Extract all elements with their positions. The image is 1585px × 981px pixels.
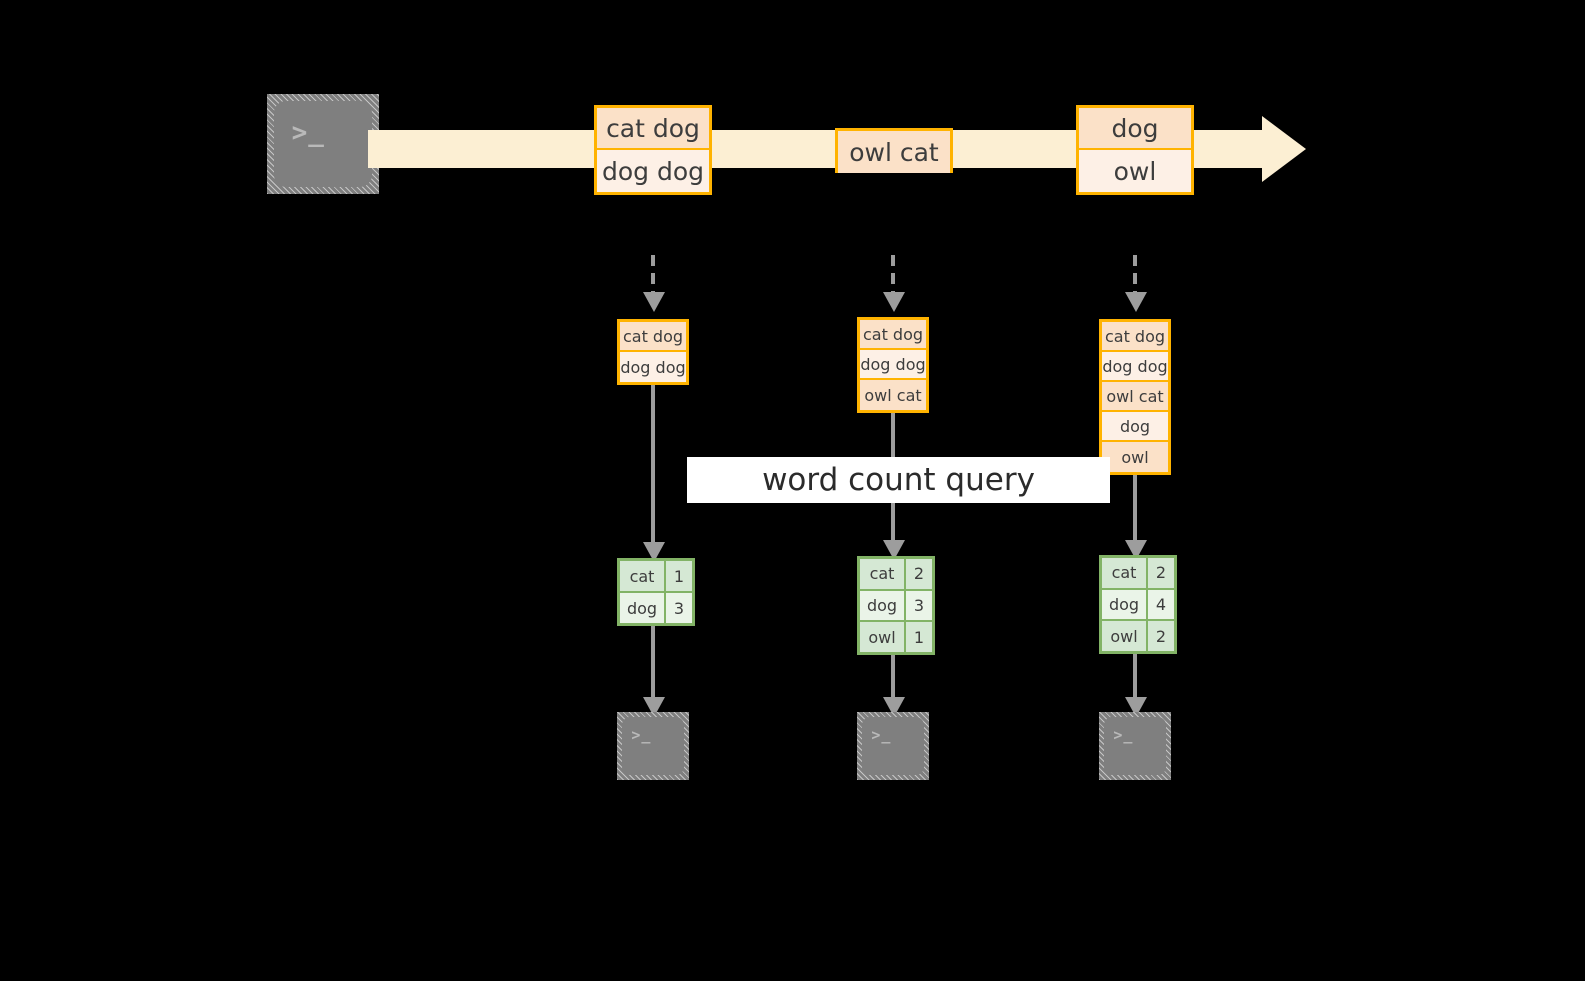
source-terminal-body: [274, 101, 372, 187]
trigger-1-query-arrowhead: [643, 542, 665, 562]
trigger-2-dashed-arrowhead: [883, 292, 905, 312]
trigger-3-sink-terminal-icon: >_: [1099, 712, 1171, 780]
input-line: owl cat: [1102, 382, 1168, 412]
count-cell: 4: [1148, 589, 1174, 620]
trigger-1-sink-terminal-icon: >_: [617, 712, 689, 780]
count-cell: 3: [666, 593, 692, 623]
trigger-1-dashed-arrowhead: [643, 292, 665, 312]
timeline-batch-2: owl cat: [835, 128, 953, 173]
input-line: cat dog: [860, 320, 926, 350]
table-row: cat 2: [1102, 558, 1174, 590]
input-line: dog: [1102, 412, 1168, 442]
trigger-3-dashed-connector: [1133, 255, 1137, 295]
trigger-1-dashed-connector: [651, 255, 655, 295]
trigger-1-result-table: cat 1 dog 3: [617, 558, 695, 626]
timeline-line: cat dog: [597, 108, 709, 150]
trigger-2-dashed-connector: [891, 255, 895, 295]
count-cell: 2: [1148, 621, 1174, 652]
word-cell: dog: [1102, 589, 1148, 620]
count-cell: 2: [906, 559, 932, 589]
count-cell: 3: [906, 590, 932, 621]
trigger-1-sink-connector: [651, 626, 655, 701]
count-cell: 1: [666, 561, 692, 591]
sink-terminal-body: [1104, 717, 1166, 775]
table-row: cat 1: [620, 561, 692, 593]
query-label: word count query: [687, 457, 1110, 503]
trigger-3-input-stack: cat dog dog dog owl cat dog owl: [1099, 319, 1171, 475]
trigger-3-result-table: cat 2 dog 4 owl 2: [1099, 555, 1177, 654]
word-cell: owl: [860, 622, 906, 653]
timeline-line: owl: [1079, 150, 1191, 192]
source-terminal-prompt: >_: [291, 118, 325, 148]
count-cell: 2: [1148, 558, 1174, 588]
timeline-line: dog dog: [597, 150, 709, 192]
sink-terminal-prompt: >_: [871, 726, 892, 745]
input-line: cat dog: [1102, 322, 1168, 352]
timeline-batch-1: cat dog dog dog: [594, 105, 712, 195]
input-line: owl cat: [860, 380, 926, 410]
word-cell: cat: [620, 561, 666, 591]
trigger-3-dashed-arrowhead: [1125, 292, 1147, 312]
input-line: owl: [1102, 442, 1168, 472]
sink-terminal-body: [622, 717, 684, 775]
timeline-line: dog: [1079, 108, 1191, 150]
trigger-1-query-connector: [651, 385, 655, 553]
sink-terminal-prompt: >_: [631, 726, 652, 745]
trigger-2-query-arrowhead: [883, 540, 905, 560]
table-row: cat 2: [860, 559, 932, 591]
trigger-2-input-stack: cat dog dog dog owl cat: [857, 317, 929, 413]
timeline-line: owl cat: [838, 131, 950, 173]
input-line: dog dog: [860, 350, 926, 380]
table-row: dog 4: [1102, 589, 1174, 622]
stream-timeline-arrowhead: [1262, 116, 1306, 182]
trigger-2-sink-connector: [891, 655, 895, 701]
input-line: dog dog: [1102, 352, 1168, 382]
sink-terminal-body: [862, 717, 924, 775]
word-cell: cat: [860, 559, 906, 589]
sink-terminal-prompt: >_: [1113, 726, 1134, 745]
trigger-3-query-connector: [1133, 475, 1137, 551]
table-row: owl 1: [860, 622, 932, 653]
word-cell: owl: [1102, 621, 1148, 652]
input-line: dog dog: [620, 352, 686, 382]
table-row: owl 2: [1102, 621, 1174, 652]
trigger-2-sink-terminal-icon: >_: [857, 712, 929, 780]
trigger-2-result-table: cat 2 dog 3 owl 1: [857, 556, 935, 655]
timeline-batch-3: dog owl: [1076, 105, 1194, 195]
source-terminal-icon: >_: [267, 94, 379, 194]
table-row: dog 3: [860, 590, 932, 623]
trigger-1-input-stack: cat dog dog dog: [617, 319, 689, 385]
count-cell: 1: [906, 622, 932, 653]
word-cell: dog: [860, 590, 906, 621]
table-row: dog 3: [620, 593, 692, 623]
word-cell: cat: [1102, 558, 1148, 588]
input-line: cat dog: [620, 322, 686, 352]
word-cell: dog: [620, 593, 666, 623]
trigger-3-sink-connector: [1133, 654, 1137, 701]
